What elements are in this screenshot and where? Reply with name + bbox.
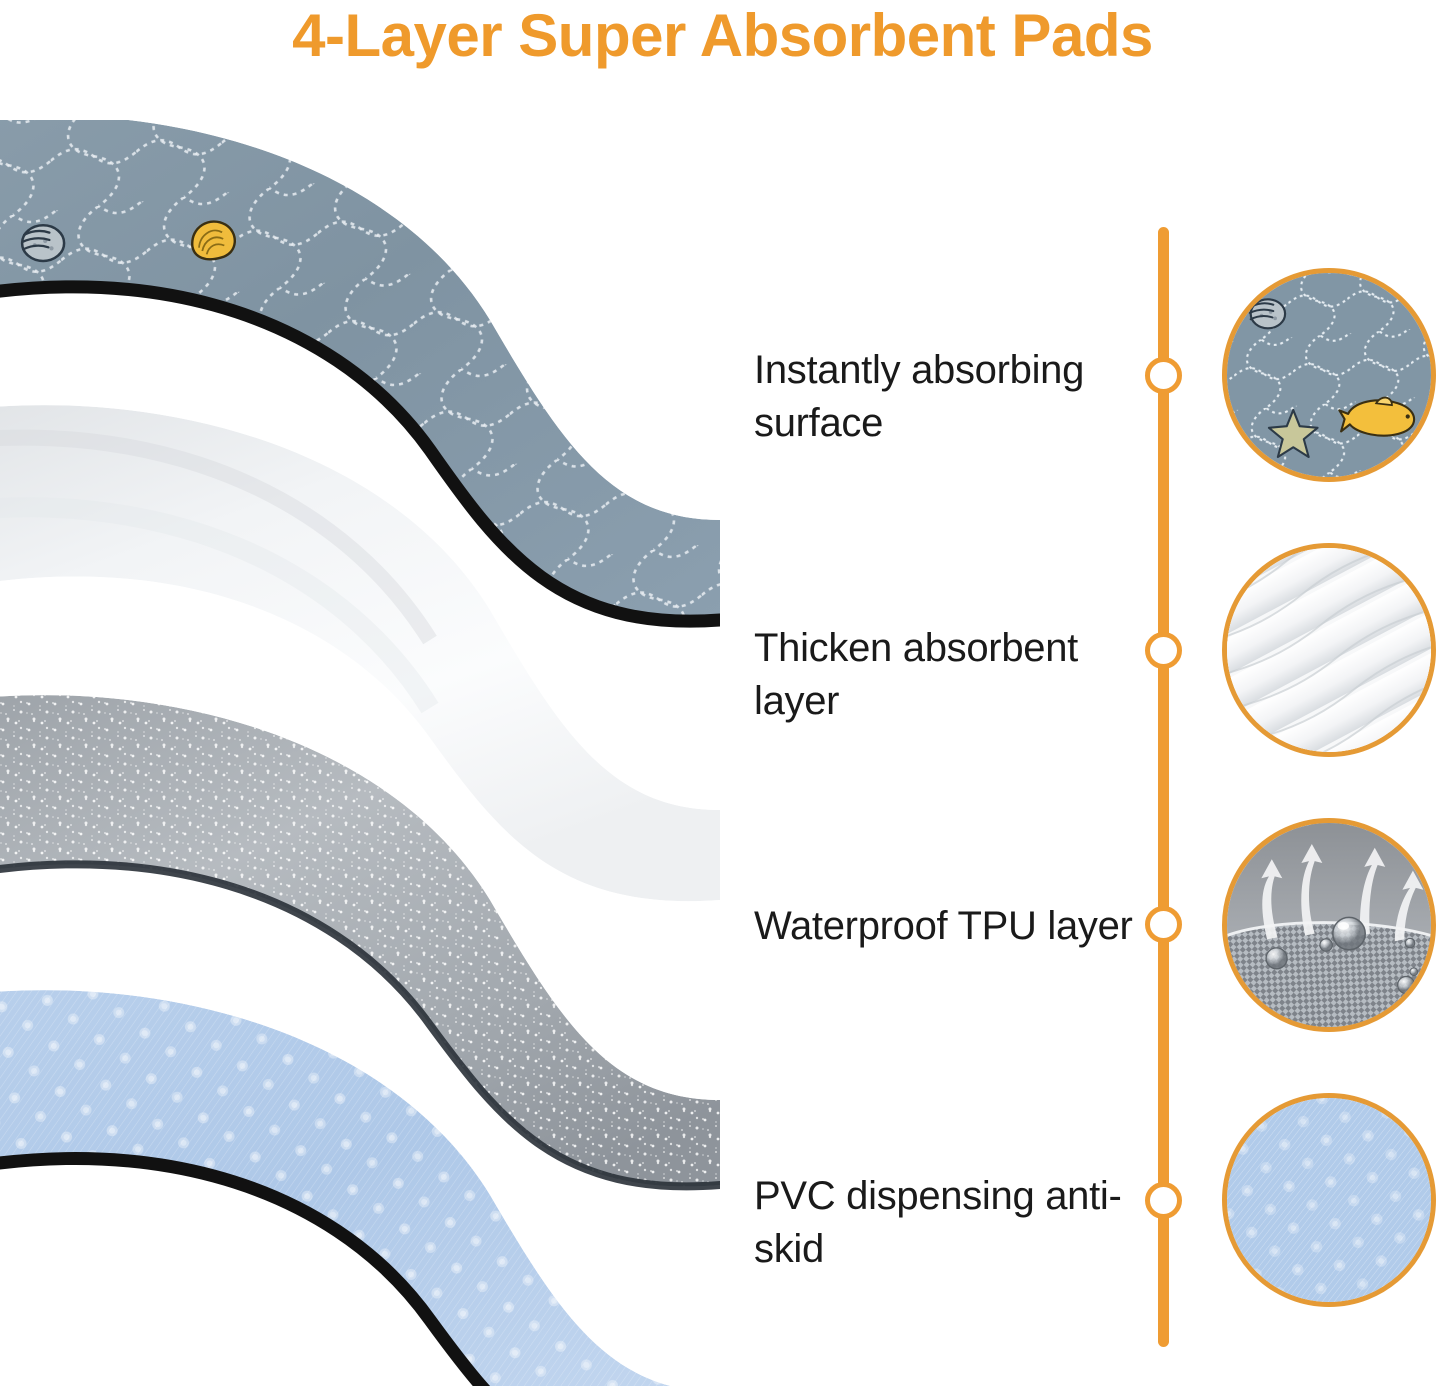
detail-circle-pvc-antiskid: [1222, 1093, 1436, 1307]
starfish-motif-icon: [1267, 408, 1319, 459]
feature-label-pvc-dispensing-anti-skid: PVC dispensing anti-skid: [754, 1174, 1122, 1272]
page-title: 4-Layer Super Absorbent Pads: [292, 2, 1153, 69]
feature-label-thicken-absorbent-layer: Thicken absorbent layer: [754, 626, 1078, 724]
detail-circle-waterproof-tpu: [1222, 818, 1436, 1032]
timeline-connector-line: [1158, 227, 1169, 1347]
jellyfish-motif-icon: [1248, 298, 1287, 330]
timeline-node-3: [1145, 906, 1182, 943]
white-quilted-padding-swatch-icon: [1227, 548, 1431, 752]
pad-layer-white-absorbent: [0, 405, 720, 902]
feature-label-instantly-absorbing-surface: Instantly absorbing surface: [754, 348, 1085, 446]
timeline-node-2: [1145, 632, 1182, 669]
timeline-node-1: [1145, 357, 1182, 394]
pad-layer-pvc-antiskid: [0, 990, 720, 1386]
timeline-node-4: [1145, 1182, 1182, 1219]
waterproof-breathable-mesh-icon: [1227, 823, 1431, 1027]
pad-layers-svg: [0, 115, 727, 1386]
top-layer-edge: [0, 280, 727, 628]
detail-circle-white-absorbent-padding: [1222, 543, 1436, 757]
detail-circle-quilted-sea-pattern: [1222, 268, 1436, 482]
feature-label-waterproof-tpu-layer: Waterproof TPU layer: [754, 904, 1133, 948]
quilted-sea-pattern-swatch-icon: [1227, 273, 1431, 477]
pvc-antiskid-dots-swatch-icon: [1227, 1098, 1431, 1302]
shell-motif-icon: [191, 220, 236, 261]
pvc-layer-edge: [0, 1152, 491, 1386]
whale-motif-icon: [1338, 396, 1416, 437]
jellyfish-motif-icon: [20, 223, 66, 263]
tpu-layer-edge: [0, 860, 724, 1191]
breathability-arrows-icon: [1261, 843, 1424, 942]
layered-pad-illustration: [0, 115, 727, 1386]
